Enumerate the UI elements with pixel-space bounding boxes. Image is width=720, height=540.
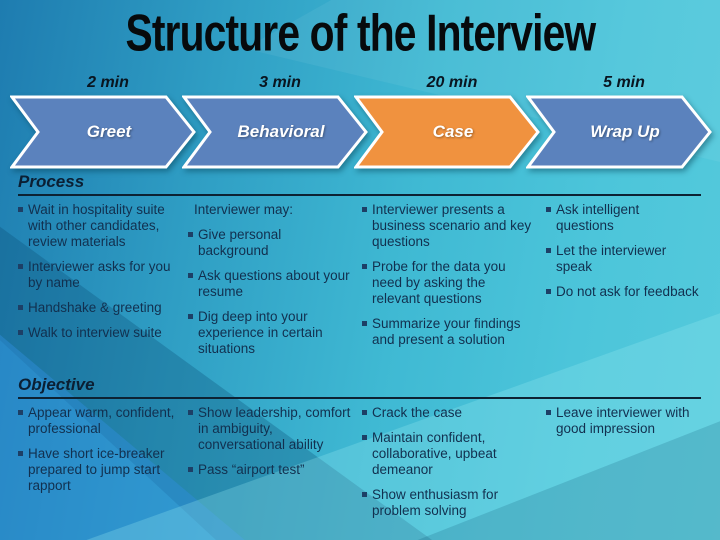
section-columns: Wait in hospitality suite with other can…	[18, 202, 708, 366]
bullet-text: Interviewer asks for you by name	[28, 259, 171, 290]
bullet-item: Summarize your findings and present a so…	[362, 316, 543, 348]
bullet-text: Dig deep into your experience in certain…	[198, 309, 323, 356]
bullet-item: Dig deep into your experience in certain…	[188, 309, 359, 357]
section-heading: Process	[18, 172, 702, 196]
bullet-item: Appear warm, confident, professional	[18, 405, 185, 437]
bullet-item: Show enthusiasm for problem solving	[362, 487, 543, 519]
bullet-item: Leave interviewer with good impression	[546, 405, 708, 437]
bullet-text: Walk to interview suite	[28, 325, 162, 340]
section-process: Process Wait in hospitality suite with o…	[18, 172, 708, 366]
section-column: Leave interviewer with good impression	[546, 405, 708, 528]
bullet-square-icon	[188, 314, 193, 319]
bullet-item: Walk to interview suite	[18, 325, 185, 341]
stage-label: Behavioral	[237, 122, 325, 141]
stage-label: Wrap Up	[590, 122, 660, 141]
bullet-item: Probe for the data you need by asking th…	[362, 259, 543, 307]
bullet-square-icon	[362, 207, 367, 212]
bullet-item: Have short ice-breaker prepared to jump …	[18, 446, 185, 494]
bullet-text: Appear warm, confident, professional	[28, 405, 175, 436]
bullet-item: Interviewer presents a business scenario…	[362, 202, 543, 250]
section-heading: Objective	[18, 375, 702, 399]
stage-time-label: 20 min	[426, 74, 478, 91]
bullet-text: Ask questions about your resume	[198, 268, 350, 299]
bullet-text: Show leadership, comfort in ambiguity, c…	[198, 405, 351, 452]
bullet-item: Show leadership, comfort in ambiguity, c…	[188, 405, 359, 453]
bullet-text: Do not ask for feedback	[556, 284, 699, 299]
stage-behavioral: 3 min Behavioral	[182, 74, 368, 172]
bullet-item: Interviewer asks for you by name	[18, 259, 185, 291]
stage-greet: 2 min Greet	[10, 74, 196, 172]
bullet-item: Give personal background	[188, 227, 359, 259]
bullet-item: Wait in hospitality suite with other can…	[18, 202, 185, 250]
bullet-item: Do not ask for feedback	[546, 284, 708, 300]
bullet-item: Crack the case	[362, 405, 543, 421]
bullet-text: Interviewer presents a business scenario…	[372, 202, 532, 249]
bullet-square-icon	[546, 289, 551, 294]
bullet-text: Show enthusiasm for problem solving	[372, 487, 499, 518]
section-column: Show leadership, comfort in ambiguity, c…	[188, 405, 359, 528]
bullet-square-icon	[188, 273, 193, 278]
section-column: Interviewer presents a business scenario…	[362, 202, 543, 366]
bullet-text: Let the interviewer speak	[556, 243, 667, 274]
bullet-text: Maintain confident, collaborative, upbea…	[372, 430, 497, 477]
stage-label: Greet	[86, 122, 132, 141]
bullet-text: Handshake & greeting	[28, 300, 162, 315]
bullet-square-icon	[546, 248, 551, 253]
interview-timeline: 2 min Greet 3 min Behavioral 20 min Case…	[0, 74, 720, 172]
bullet-square-icon	[18, 305, 23, 310]
bullet-square-icon	[188, 232, 193, 237]
bullet-text: Crack the case	[372, 405, 463, 420]
bullet-square-icon	[362, 492, 367, 497]
bullet-text: Wait in hospitality suite with other can…	[28, 202, 165, 249]
stage-time-label: 3 min	[259, 74, 301, 91]
stage-case: 20 min Case	[354, 74, 540, 172]
bullet-text: Leave interviewer with good impression	[556, 405, 690, 436]
stage-time-label: 2 min	[87, 74, 129, 91]
bullet-square-icon	[188, 467, 193, 472]
chevron-arrow-icon	[10, 95, 196, 169]
bullet-square-icon	[18, 330, 23, 335]
bullet-item: Maintain confident, collaborative, upbea…	[362, 430, 543, 478]
section-column: Wait in hospitality suite with other can…	[18, 202, 185, 366]
stage-label: Case	[432, 122, 474, 141]
slide-body: Process Wait in hospitality suite with o…	[18, 172, 708, 540]
bullet-item: Handshake & greeting	[18, 300, 185, 316]
bullet-item: Ask intelligent questions	[546, 202, 708, 234]
bullet-square-icon	[18, 264, 23, 269]
chevron-arrow-icon	[526, 95, 712, 169]
bullet-text: Probe for the data you need by asking th…	[372, 259, 506, 306]
bullet-text: Have short ice-breaker prepared to jump …	[28, 446, 165, 493]
chevron-arrow-icon	[182, 95, 368, 169]
bullet-square-icon	[546, 410, 551, 415]
chevron-arrow-icon	[354, 95, 540, 169]
bullet-square-icon	[18, 410, 23, 415]
bullet-item: Ask questions about your resume	[188, 268, 359, 300]
slide-title: Structure of the Interview	[125, 5, 596, 63]
bullet-square-icon	[362, 264, 367, 269]
section-column: Interviewer may: Give personal background…	[188, 202, 359, 366]
bullet-square-icon	[188, 410, 193, 415]
bullet-text: Ask intelligent questions	[556, 202, 640, 233]
bullet-text: Pass “airport test”	[198, 462, 305, 477]
bullet-square-icon	[546, 207, 551, 212]
bullet-square-icon	[362, 321, 367, 326]
bullet-item: Let the interviewer speak	[546, 243, 708, 275]
bullet-text: Summarize your findings and present a so…	[372, 316, 521, 347]
bullet-square-icon	[362, 410, 367, 415]
bullet-item: Pass “airport test”	[188, 462, 359, 478]
column-lead-in: Interviewer may:	[194, 202, 294, 217]
bullet-square-icon	[362, 435, 367, 440]
section-objective: Objective Appear warm, confident, profes…	[18, 375, 708, 528]
bullet-text: Give personal background	[198, 227, 282, 258]
stage-wrap-up: 5 min Wrap Up	[526, 74, 712, 172]
stage-time-label: 5 min	[603, 74, 645, 91]
bullet-square-icon	[18, 207, 23, 212]
bullet-square-icon	[18, 451, 23, 456]
